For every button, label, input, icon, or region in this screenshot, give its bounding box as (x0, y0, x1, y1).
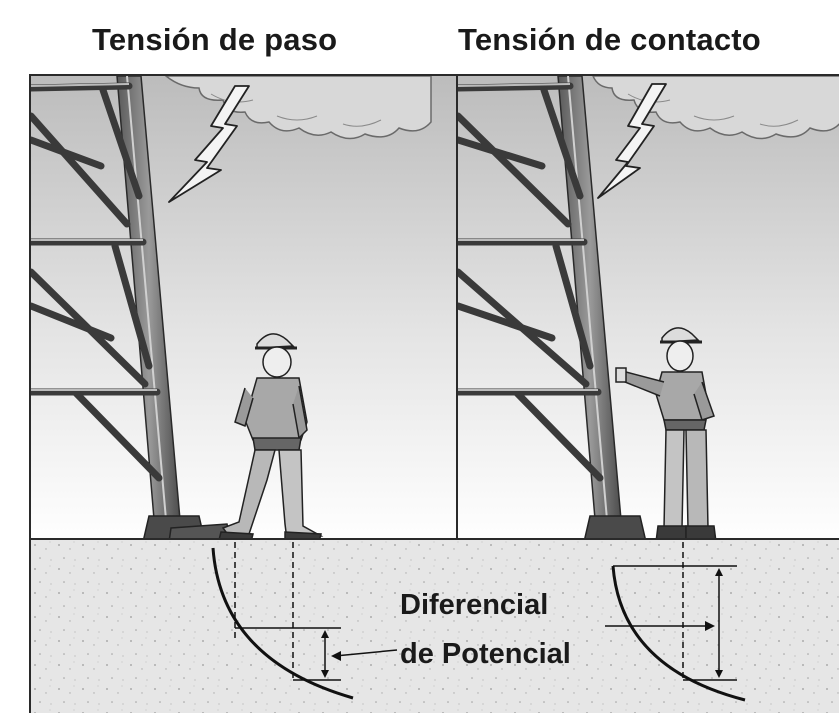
touch-voltage-panel (456, 74, 839, 540)
transmission-tower-icon (458, 76, 647, 540)
lightning-bolt-icon (597, 83, 667, 199)
worker-icon (615, 327, 717, 540)
ground-section (29, 538, 839, 713)
potential-difference-label-line2: de Potencial (400, 638, 571, 670)
potential-difference-label-line1: Diferencial (400, 589, 549, 621)
transmission-tower-icon (31, 76, 232, 540)
touch-voltage-title: Tensión de contacto (458, 22, 761, 57)
step-voltage-title: Tensión de paso (92, 22, 338, 57)
lightning-bolt-icon (168, 85, 250, 203)
step-voltage-curve (211, 542, 398, 700)
touch-voltage-curve (605, 542, 746, 702)
step-voltage-panel (29, 74, 458, 540)
